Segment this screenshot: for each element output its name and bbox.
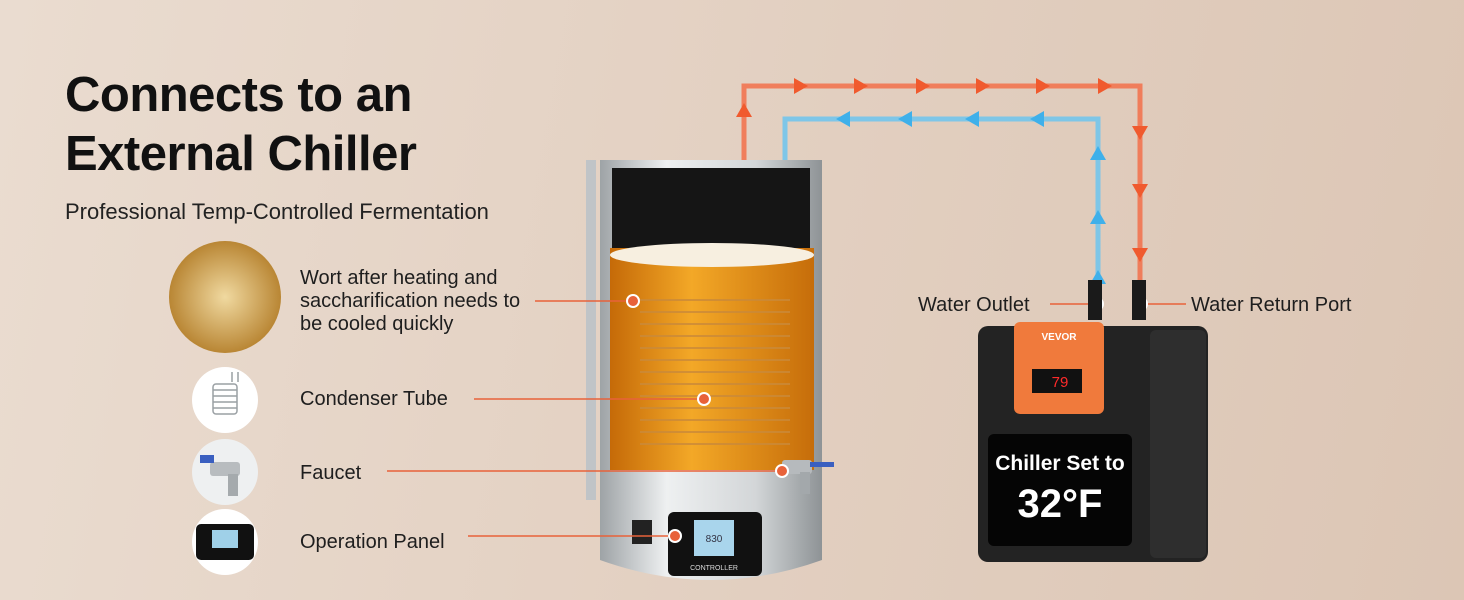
kettle-faucet bbox=[782, 460, 834, 494]
chiller-display: 79 bbox=[1052, 374, 1069, 391]
chiller-set-label: Chiller Set to bbox=[995, 452, 1125, 475]
fermenter-kettle: 830 CONTROLLER bbox=[586, 160, 834, 580]
control-panel-icon bbox=[192, 509, 258, 575]
condenser-coil-icon bbox=[192, 367, 258, 433]
title-line-2: External Chiller bbox=[65, 127, 417, 181]
controller-display: 830 bbox=[706, 534, 723, 545]
chiller-set-panel: Chiller Set to 32°F bbox=[990, 452, 1130, 527]
page-title: Connects to an External Chiller bbox=[65, 66, 417, 184]
title-line-1: Connects to an bbox=[65, 68, 412, 122]
controller-label: CONTROLLER bbox=[690, 565, 738, 572]
feature-condenser-label: Condenser Tube bbox=[300, 388, 448, 410]
wort-foam-icon bbox=[169, 241, 281, 353]
water-return-label: Water Return Port bbox=[1191, 294, 1352, 316]
faucet-icon bbox=[192, 439, 258, 505]
callout-lines bbox=[387, 300, 1186, 537]
subtitle: Professional Temp-Controlled Fermentatio… bbox=[65, 199, 489, 224]
feature-faucet-label: Faucet bbox=[300, 462, 362, 484]
feature-panel-label: Operation Panel bbox=[300, 531, 445, 553]
cold-flow-arrows bbox=[777, 111, 1106, 290]
chiller-brand-logo: VEVOR bbox=[1041, 332, 1077, 343]
chiller-unit: VEVOR 79 bbox=[978, 280, 1208, 562]
water-outlet-label: Water Outlet bbox=[918, 294, 1030, 316]
chiller-set-temp: 32°F bbox=[1017, 482, 1103, 526]
cold-water-pipe bbox=[782, 116, 1101, 300]
feature-wort-label: Wort after heating and saccharification … bbox=[300, 267, 521, 335]
